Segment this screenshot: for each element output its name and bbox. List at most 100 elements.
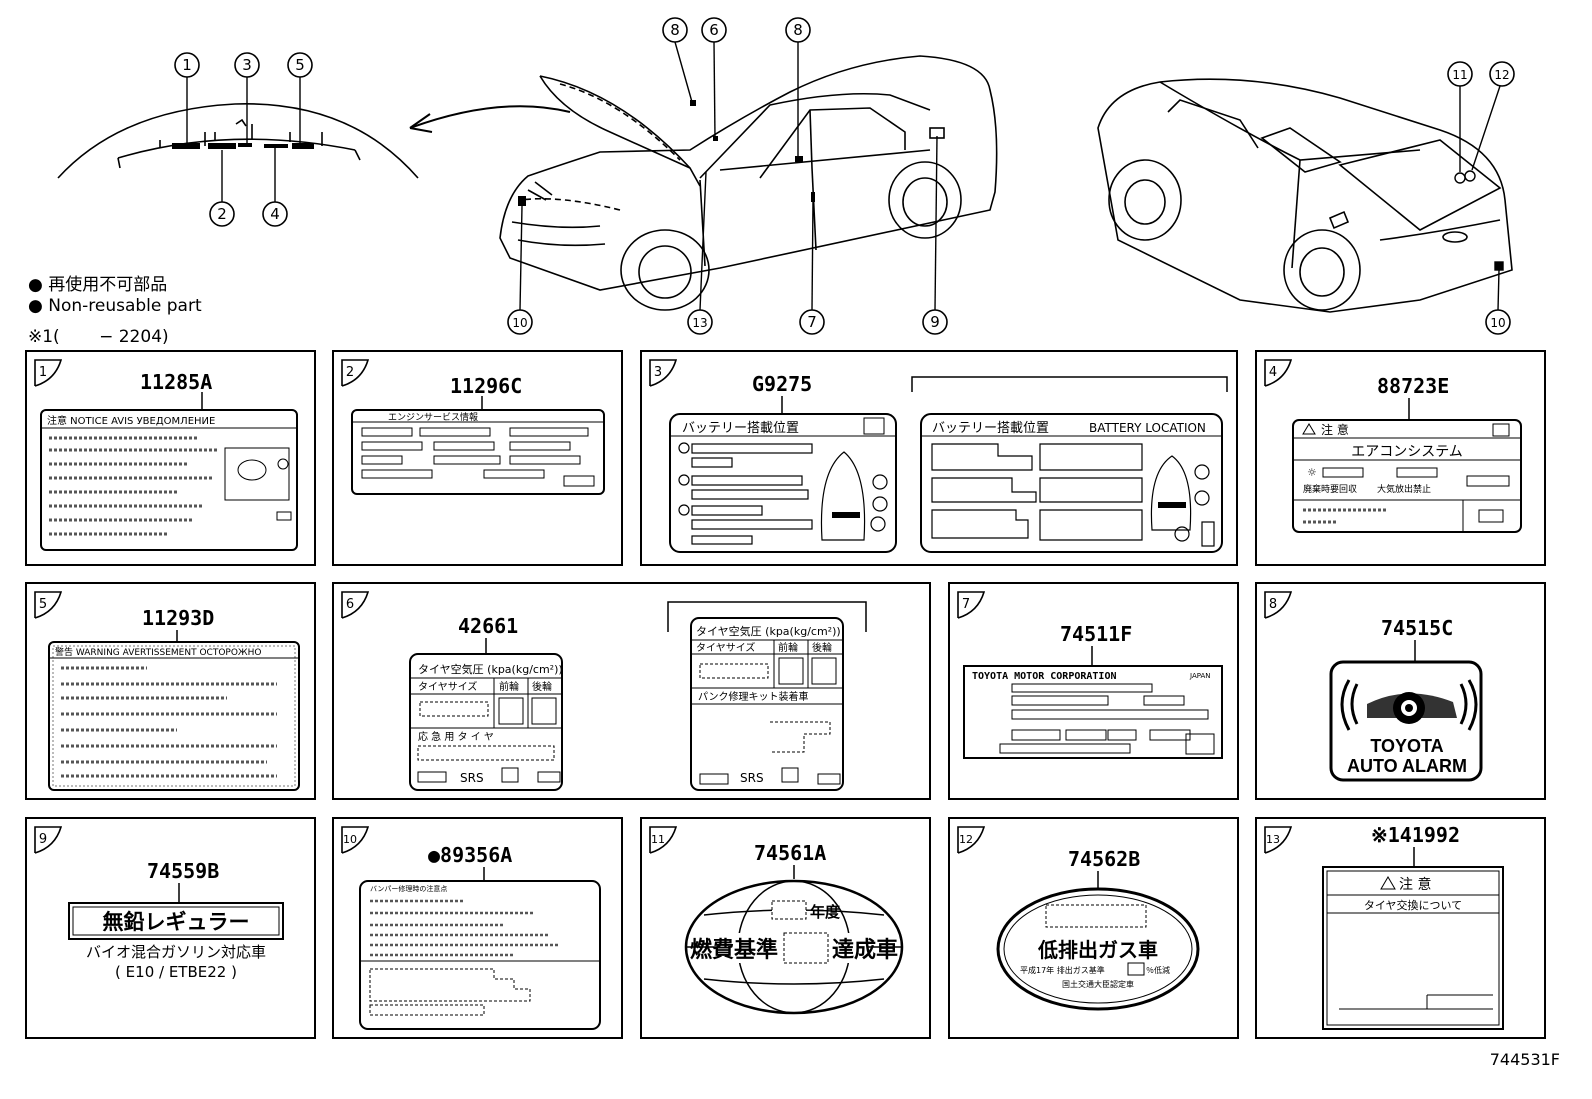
diagram-code: 744531F — [1489, 1050, 1560, 1069]
svg-text:8: 8 — [670, 21, 680, 39]
callout-10a: 10 — [507, 309, 533, 335]
label-cell-4: 4 88723E 注 意 エアコンシステム ☼ 廃棄時要回収 大気放出禁止 — [1255, 350, 1546, 566]
callout-9: 9 — [922, 309, 948, 335]
svg-text:6: 6 — [346, 597, 354, 612]
cell-number-6: 6 — [341, 591, 370, 619]
svg-text:7: 7 — [807, 313, 817, 331]
cell-number-8: 8 — [1264, 591, 1293, 619]
cell-number-2: 2 — [341, 359, 370, 387]
label-74561A-drawing: 年度 燃費基準 達成車 — [684, 865, 904, 1015]
svg-text:注 意: 注 意 — [1321, 422, 1349, 437]
cell-number-12: 12 — [957, 826, 986, 854]
svg-text:9: 9 — [39, 832, 47, 847]
svg-text:7: 7 — [962, 597, 970, 612]
part-number-11293D: 11293D — [142, 606, 215, 630]
svg-text:5: 5 — [295, 56, 305, 74]
svg-text:8: 8 — [793, 21, 803, 39]
svg-text:6: 6 — [709, 21, 719, 39]
svg-text:バッテリー搭載位置: バッテリー搭載位置 — [682, 420, 799, 436]
svg-text:達成車: 達成車 — [832, 937, 898, 963]
svg-text:後輪: 後輪 — [812, 641, 832, 654]
label-cell-12: 12 74562B 低排出ガス車 平成17年 排出ガス基準 ％低減 国土交通大臣… — [948, 817, 1239, 1039]
label-cell-6: 6 42661 タイヤ空気圧 (kpa(kg/cm²)) タイヤサイズ 前輪 後… — [332, 582, 931, 800]
svg-text:1: 1 — [39, 365, 47, 380]
svg-text:TOYOTA MOTOR CORPORATION: TOYOTA MOTOR CORPORATION — [972, 671, 1117, 682]
svg-text:☼: ☼ — [1307, 466, 1317, 479]
part-number-74559B: 74559B — [147, 859, 220, 883]
svg-text:警告 WARNING AVERTISSEMENT ОСТОР: 警告 WARNING AVERTISSEMENT ОСТОРОЖНО — [55, 646, 261, 658]
callout-markers: 1 3 5 2 4 8 6 8 10 13 7 9 11 12 10 — [174, 17, 1515, 335]
label-cell-7: 7 74511F TOYOTA MOTOR CORPORATION JAPAN — [948, 582, 1239, 800]
svg-text:大気放出禁止: 大気放出禁止 — [1377, 483, 1431, 495]
svg-text:SRS: SRS — [740, 771, 764, 785]
svg-text:1: 1 — [182, 56, 192, 74]
svg-text:2: 2 — [217, 205, 227, 223]
part-number-11285A: 11285A — [140, 370, 213, 394]
svg-text:後輪: 後輪 — [532, 680, 552, 693]
cell-number-5: 5 — [34, 591, 63, 619]
hood-underside-detail — [57, 103, 571, 179]
cell-number-3: 3 — [649, 359, 678, 387]
svg-text:タイヤサイズ: タイヤサイズ — [418, 680, 477, 693]
svg-text:年度: 年度 — [810, 903, 841, 921]
label-cell-10: 10 ●89356A バンパー修理時の注意点 — [332, 817, 623, 1039]
label-G9275-drawing: バッテリー搭載位置 バッテリー搭載位置 BATTERY LOCATION — [669, 376, 1228, 553]
svg-text:3: 3 — [654, 365, 662, 380]
svg-text:エンジンサービス情報: エンジンサービス情報 — [388, 411, 478, 423]
svg-text:注 意: 注 意 — [1399, 876, 1431, 893]
label-74559B-drawing: 無鉛レギュラー バイオ混合ガソリン対応車 ( E10 / ETBE22 ) — [68, 883, 284, 981]
svg-text:SRS: SRS — [460, 771, 484, 785]
car-front-leader-lines — [519, 41, 938, 311]
label-cell-13: 13 ※141992 注 意 タイヤ交換について — [1255, 817, 1546, 1039]
svg-text:13: 13 — [692, 316, 707, 330]
svg-text:2: 2 — [346, 365, 354, 380]
part-number-74561A: 74561A — [754, 841, 827, 865]
svg-text:10: 10 — [343, 833, 357, 846]
label-cell-1: 1 11285A 注意 NOTICE AVIS УВЕДОМЛЕНИЕ — [25, 350, 316, 566]
label-74515C-drawing: TOYOTA AUTO ALARM — [1329, 640, 1483, 782]
label-cell-5: 5 11293D 警告 WARNING AVERTISSEMENT ОСТОРО… — [25, 582, 316, 800]
callout-10b: 10 — [1485, 309, 1511, 335]
label-42661-drawing: タイヤ空気圧 (kpa(kg/cm²)) タイヤサイズ 前輪 後輪 応 急 用 … — [409, 601, 867, 791]
svg-text:13: 13 — [1266, 833, 1280, 846]
svg-text:8: 8 — [1269, 597, 1277, 612]
hood-leader-lines — [186, 75, 301, 202]
cell-number-7: 7 — [957, 591, 986, 619]
label-41992-drawing: 注 意 タイヤ交換について — [1322, 847, 1504, 1030]
label-11285A-drawing: 注意 NOTICE AVIS УВЕДОМЛЕНИЕ — [40, 392, 298, 551]
label-74511F-drawing: TOYOTA MOTOR CORPORATION JAPAN — [963, 646, 1223, 759]
car-rear-view — [1097, 78, 1513, 313]
callout-11: 11 — [1447, 61, 1473, 87]
svg-text:AUTO ALARM: AUTO ALARM — [1347, 756, 1467, 776]
legend-non-reusable-jp: ● 再使用不可部品 — [28, 275, 168, 295]
part-number-74515C: 74515C — [1381, 616, 1454, 640]
svg-text:4: 4 — [1269, 365, 1277, 380]
label-11296C-drawing: エンジンサービス情報 — [351, 396, 605, 495]
label-89356A-drawing: バンパー修理時の注意点 — [359, 867, 601, 1030]
svg-text:9: 9 — [930, 313, 940, 331]
svg-text:バンパー修理時の注意点: バンパー修理時の注意点 — [370, 884, 447, 893]
part-number-G9275: G9275 — [752, 372, 813, 396]
svg-text:3: 3 — [242, 56, 252, 74]
label-cell-9: 9 74559B 無鉛レギュラー バイオ混合ガソリン対応車 ( E10 / ET… — [25, 817, 316, 1039]
svg-text:BATTERY LOCATION: BATTERY LOCATION — [1089, 421, 1206, 435]
svg-text:前輪: 前輪 — [499, 680, 519, 693]
svg-text:4: 4 — [270, 205, 280, 223]
svg-text:バイオ混合ガソリン対応車: バイオ混合ガソリン対応車 — [86, 943, 266, 961]
svg-text:タイヤ交換について: タイヤ交換について — [1364, 898, 1462, 912]
callout-8b: 8 — [785, 17, 811, 43]
part-number-74511F: 74511F — [1060, 622, 1133, 646]
cell-number-10: 10 — [341, 826, 370, 854]
svg-text:前輪: 前輪 — [778, 641, 798, 654]
svg-text:燃費基準: 燃費基準 — [690, 937, 778, 963]
callout-6: 6 — [701, 17, 727, 43]
svg-text:低排出ガス車: 低排出ガス車 — [1037, 938, 1158, 962]
vehicle-illustrations: 1 3 5 2 4 8 6 8 10 13 7 9 11 12 10 — [57, 17, 1515, 335]
car-front-view — [499, 55, 998, 311]
svg-text:( E10 / ETBE22 ): ( E10 / ETBE22 ) — [115, 963, 237, 981]
callout-4: 4 — [262, 201, 288, 227]
callout-3: 3 — [234, 52, 260, 78]
label-cell-11: 11 74561A 年度 燃費基準 達成車 — [640, 817, 931, 1039]
svg-text:タイヤ空気圧 (kpa(kg/cm²)): タイヤ空気圧 (kpa(kg/cm²)) — [696, 624, 841, 638]
svg-text:12: 12 — [1494, 68, 1509, 82]
